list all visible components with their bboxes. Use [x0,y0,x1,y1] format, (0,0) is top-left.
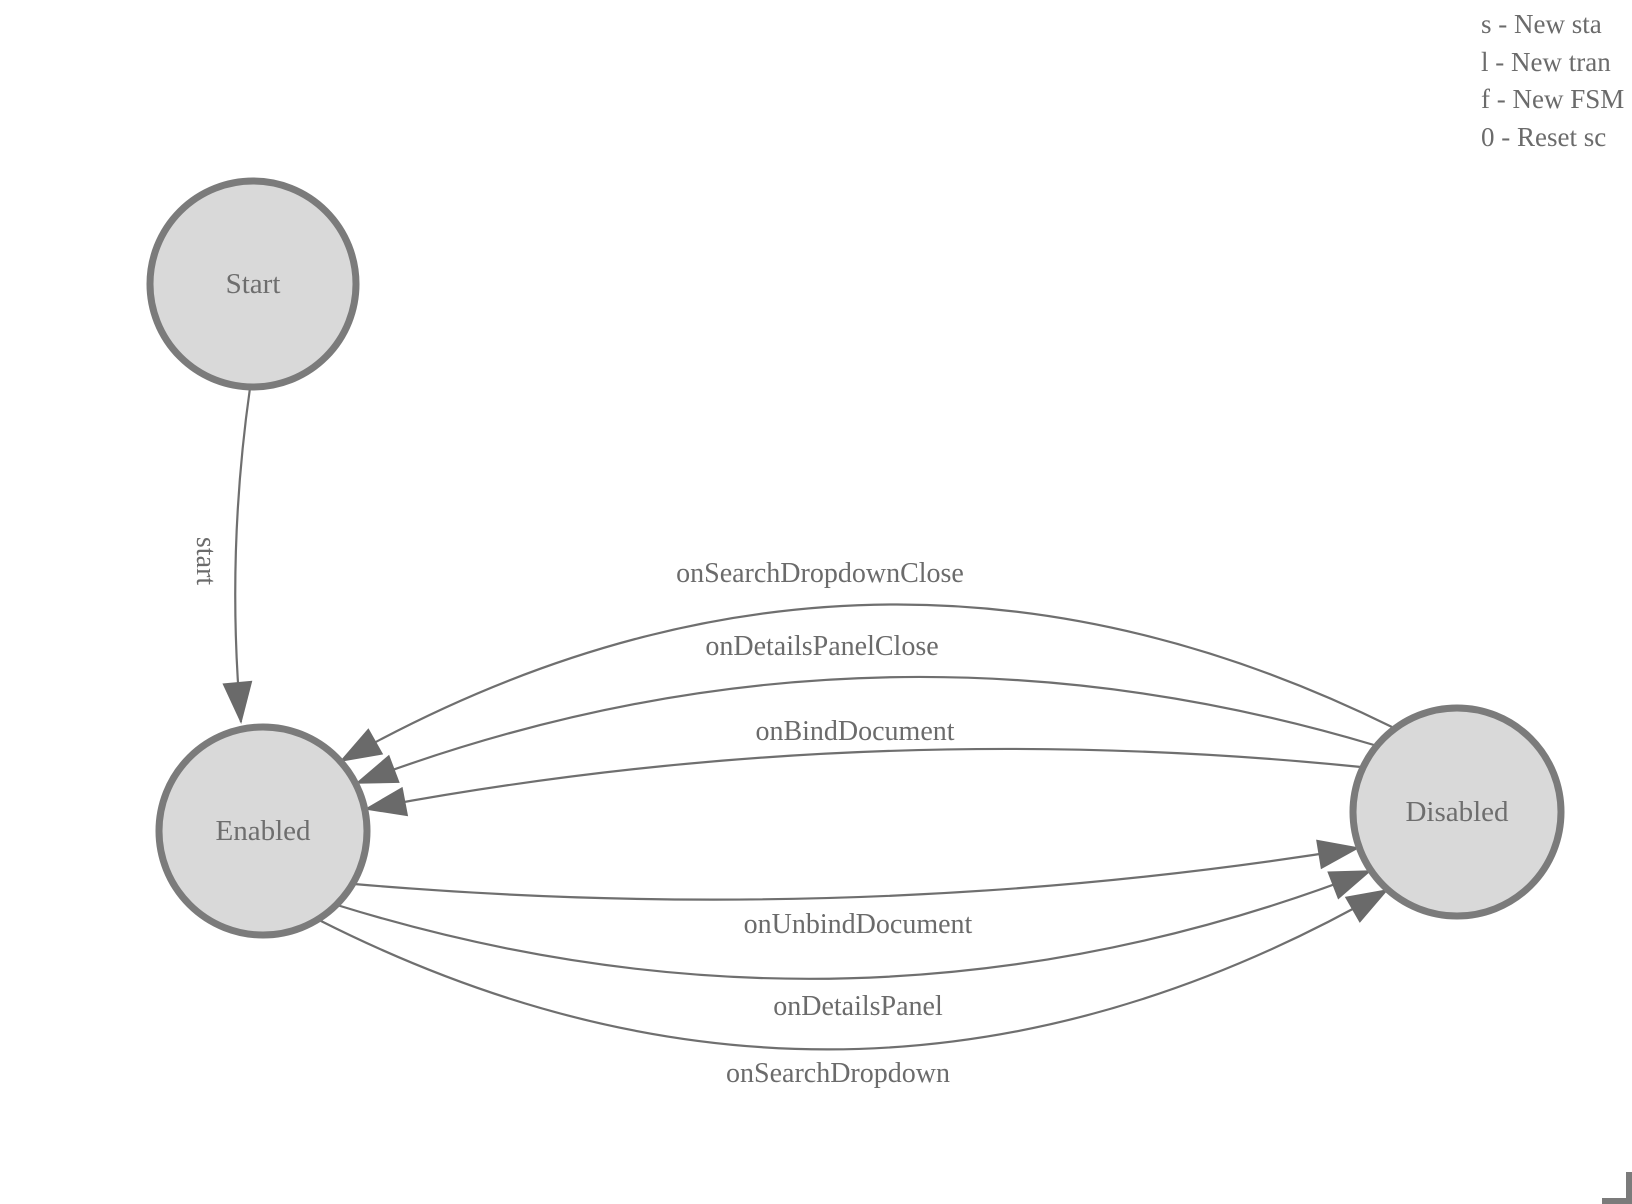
transitions-layer: start onSearchDropdownClose onDetailsPan… [190,387,1393,1089]
transition-edge-start[interactable] [222,387,253,724]
offscreen-shape-corner-vertical [1626,1172,1632,1204]
shortcut-hint-reset: 0 - Reset sc [1481,122,1606,152]
transition-edge-ondetailspanelclose[interactable] [355,675,1375,785]
shortcut-legend: s - New sta l - New tran f - New FSM 0 -… [1481,9,1624,152]
transition-label-start: start [190,537,221,585]
transition-label-onsearchdropdown: onSearchDropdown [726,1058,950,1089]
transition-label-onsearchdropdownclose: onSearchDropdownClose [676,558,964,589]
state-label-start: Start [226,268,281,300]
transition-label-onbinddocument: onBindDocument [755,716,954,747]
transition-edge-onsearchdropdownclose[interactable] [339,603,1393,762]
state-circle-enabled[interactable] [155,723,371,939]
offscreen-shape-corner-horizontal [1602,1198,1632,1204]
shortcut-hint-new-fsm: f - New FSM [1481,84,1624,114]
offscreen-shape-corner [1602,1172,1632,1204]
shortcut-hint-new-transition: l - New tran [1481,47,1611,77]
state-node-disabled[interactable]: Disabled [1349,704,1565,920]
state-label-disabled: Disabled [1405,796,1509,828]
state-circle-disabled[interactable] [1349,704,1565,920]
transition-label-onunbinddocument: onUnbindDocument [744,909,973,940]
transition-edge-onbinddocument[interactable] [364,747,1362,817]
shortcut-hint-new-state: s - New sta [1481,9,1602,39]
transition-label-ondetailspanelclose: onDetailsPanelClose [705,631,938,662]
state-node-enabled[interactable]: Enabled [155,723,371,939]
state-circle-start[interactable] [146,177,360,391]
state-node-start[interactable]: Start [146,177,360,391]
transition-edge-onsearchdropdown[interactable] [318,889,1389,1051]
state-label-enabled: Enabled [215,815,311,847]
states-layer: Start Enabled Disabled [146,177,1565,939]
transition-edge-onunbinddocument[interactable] [353,839,1360,901]
transition-edge-ondetailspanel[interactable] [336,869,1372,980]
transition-label-ondetailspanel: onDetailsPanel [773,991,943,1022]
